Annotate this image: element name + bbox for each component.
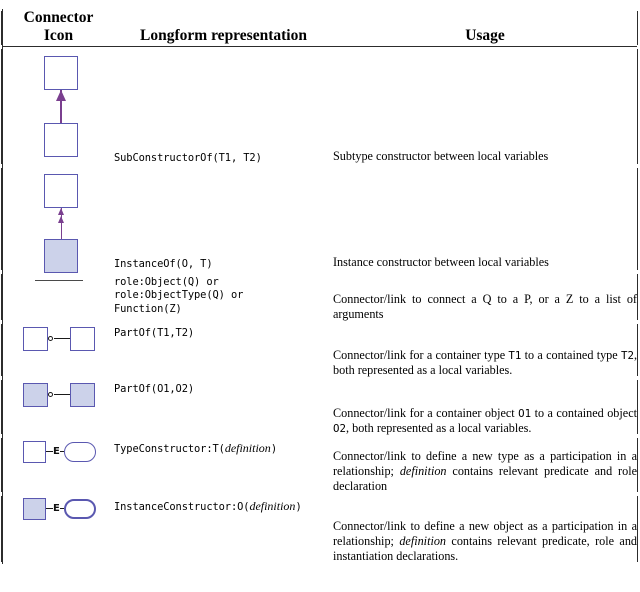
usage-italic-definition: definition (399, 463, 447, 478)
square-bottom-filled (44, 238, 78, 273)
connector-icon-table: Connector Icon Longform representation U… (2, 9, 637, 564)
link-line-right (60, 450, 64, 453)
longform-line-3: Function(Z) (114, 302, 182, 315)
square-top (44, 55, 78, 90)
link-line-left (46, 507, 53, 510)
usage-type-constructor: Connector/link to define a new type as a… (333, 436, 637, 494)
arrow-head-up-inner (57, 215, 64, 223)
link-line-left (46, 450, 53, 453)
longform-prefix: InstanceConstructor:O( (114, 500, 250, 513)
icon-cell-instance-constructor: E (2, 493, 115, 564)
usage-text-a: Connector/link to define a new object as… (333, 518, 637, 548)
icon-cell-type-constructor: E (2, 435, 115, 494)
square-left-filled (23, 497, 46, 520)
longform-part-of-objects: PartOf(O1,O2) (114, 382, 195, 395)
two-empty-squares-linked-circle-icon (3, 322, 115, 378)
link-circle (48, 391, 53, 397)
plain-line (35, 279, 83, 282)
longform-suffix: ) (270, 442, 277, 455)
longform-prefix: TypeConstructor:T( (114, 442, 225, 455)
usage-code-t1: T1 (508, 348, 522, 362)
usage-sub-constructor-of: Subtype constructor between local variab… (333, 47, 637, 166)
usage-instance-of: Instance constructor between local varia… (333, 166, 637, 272)
square-right-filled (70, 382, 95, 407)
link-line-right (60, 507, 64, 510)
usage-text-a: Connector/link for a container type (333, 347, 509, 362)
usage-text-b: to a contained object (531, 405, 637, 420)
longform-sub-constructor-of: SubConstructorOf(T1, T2) (114, 152, 262, 165)
square-top (44, 173, 78, 208)
square-left (23, 326, 48, 351)
longform-italic: definition (249, 498, 296, 513)
table-row: E InstanceConstructor:O(definition) Conn… (2, 493, 637, 564)
header-longform: Longform representation (114, 9, 333, 47)
usage-text-c: , both represented as a local variables. (346, 420, 532, 435)
table-row: PartOf(O1,O2) Connector/link for a conta… (2, 377, 637, 436)
icon-cell-part-of-types (2, 321, 115, 378)
square-left (23, 440, 46, 463)
e-symbol: E (53, 502, 60, 514)
square-bottom (44, 122, 78, 157)
usage-part-of-types: Connector/link for a container type T1 t… (333, 322, 637, 378)
header-connector-icon-line2: Icon (43, 27, 74, 45)
longform-suffix: ) (295, 500, 302, 513)
rounded-rect (64, 441, 96, 462)
usage-text-c: , both represented as a local variables. (333, 347, 638, 377)
usage-italic-definition: definition (399, 533, 447, 548)
usage-role-object: Connector/link to connect a Q to a P, or… (333, 272, 637, 322)
usage-text-a: Connector/link for a container object (333, 405, 519, 420)
usage-text-b: to a contained type (521, 347, 621, 362)
table-header-row: Connector Icon Longform representation U… (2, 9, 637, 47)
arrow-head-up-outer (57, 207, 64, 215)
longform-role-object: role:Object(Q) or role:ObjectType(Q) or … (114, 272, 333, 322)
table-row: InstanceOf(O, T) Instance constructor be… (2, 165, 637, 273)
longform-instance-constructor: InstanceConstructor:O(definition) (114, 494, 333, 564)
page-top-cut-text: · · · · · ·· ·· ·· ·· ·· ·· ·· (0, 0, 640, 9)
icon-cell-role-object (2, 271, 115, 322)
e-symbol: E (53, 445, 60, 457)
usage-instance-constructor: Connector/link to define a new object as… (333, 494, 637, 564)
longform-type-constructor: TypeConstructor:T(definition) (114, 436, 333, 494)
arrow-shaft (60, 89, 62, 124)
table-row: SubConstructorOf(T1, T2) Subtype constru… (2, 46, 637, 166)
icon-cell-sub-constructor-of (2, 46, 115, 166)
longform-italic: definition (224, 440, 271, 455)
plain-horizontal-line-icon (3, 272, 115, 322)
link-line (54, 393, 71, 396)
table-row: E TypeConstructor:T(definition) Connecto… (2, 435, 637, 494)
table-row: PartOf(T1,T2) Connector/link for a conta… (2, 321, 637, 378)
link-circle (48, 335, 53, 341)
longform-part-of-types: PartOf(T1,T2) (114, 326, 195, 339)
filled-square-e-link-rounded-rect-icon: E (3, 494, 115, 564)
longform-line-1: role:Object(Q) or (114, 275, 219, 288)
table-row: role:Object(Q) or role:ObjectType(Q) or … (2, 271, 637, 322)
icon-cell-instance-of (2, 165, 115, 273)
square-right (70, 326, 95, 351)
two-empty-squares-up-arrow-icon (3, 47, 115, 166)
header-usage: Usage (333, 9, 637, 47)
usage-code-t2: T2 (620, 348, 634, 362)
two-filled-squares-linked-circle-icon (3, 378, 115, 436)
square-left-filled (23, 382, 48, 407)
header-connector-icon: Connector Icon (2, 9, 114, 47)
usage-text-b: contains relevant predicate and role dec… (333, 463, 637, 493)
arrow-shaft (60, 207, 62, 240)
longform-line-2: role:ObjectType(Q) or (114, 289, 244, 302)
longform-instance-of: InstanceOf(O, T) (114, 258, 213, 271)
usage-code-o1: O1 (518, 406, 532, 420)
connector-icon-table-wrapper: Connector Icon Longform representation U… (2, 9, 637, 564)
rounded-rect (64, 498, 96, 519)
usage-text-a: Connector/link to define a new type as a… (333, 448, 637, 478)
empty-square-e-link-rounded-rect-icon: E (3, 436, 115, 494)
header-connector-icon-line1: Connector (23, 9, 94, 26)
usage-part-of-objects: Connector/link for a container object O1… (333, 378, 637, 436)
usage-code-o2: O2 (333, 421, 347, 435)
ghost-text: · · · · · ·· ·· ·· ·· ·· ·· ·· (6, 0, 139, 3)
usage-text-b: contains relevant predicate, role and in… (333, 533, 638, 563)
arrow-head-up (55, 89, 66, 101)
link-line (54, 337, 71, 340)
icon-cell-part-of-objects (2, 377, 115, 436)
empty-square-over-filled-square-thin-arrow-icon (3, 166, 115, 273)
